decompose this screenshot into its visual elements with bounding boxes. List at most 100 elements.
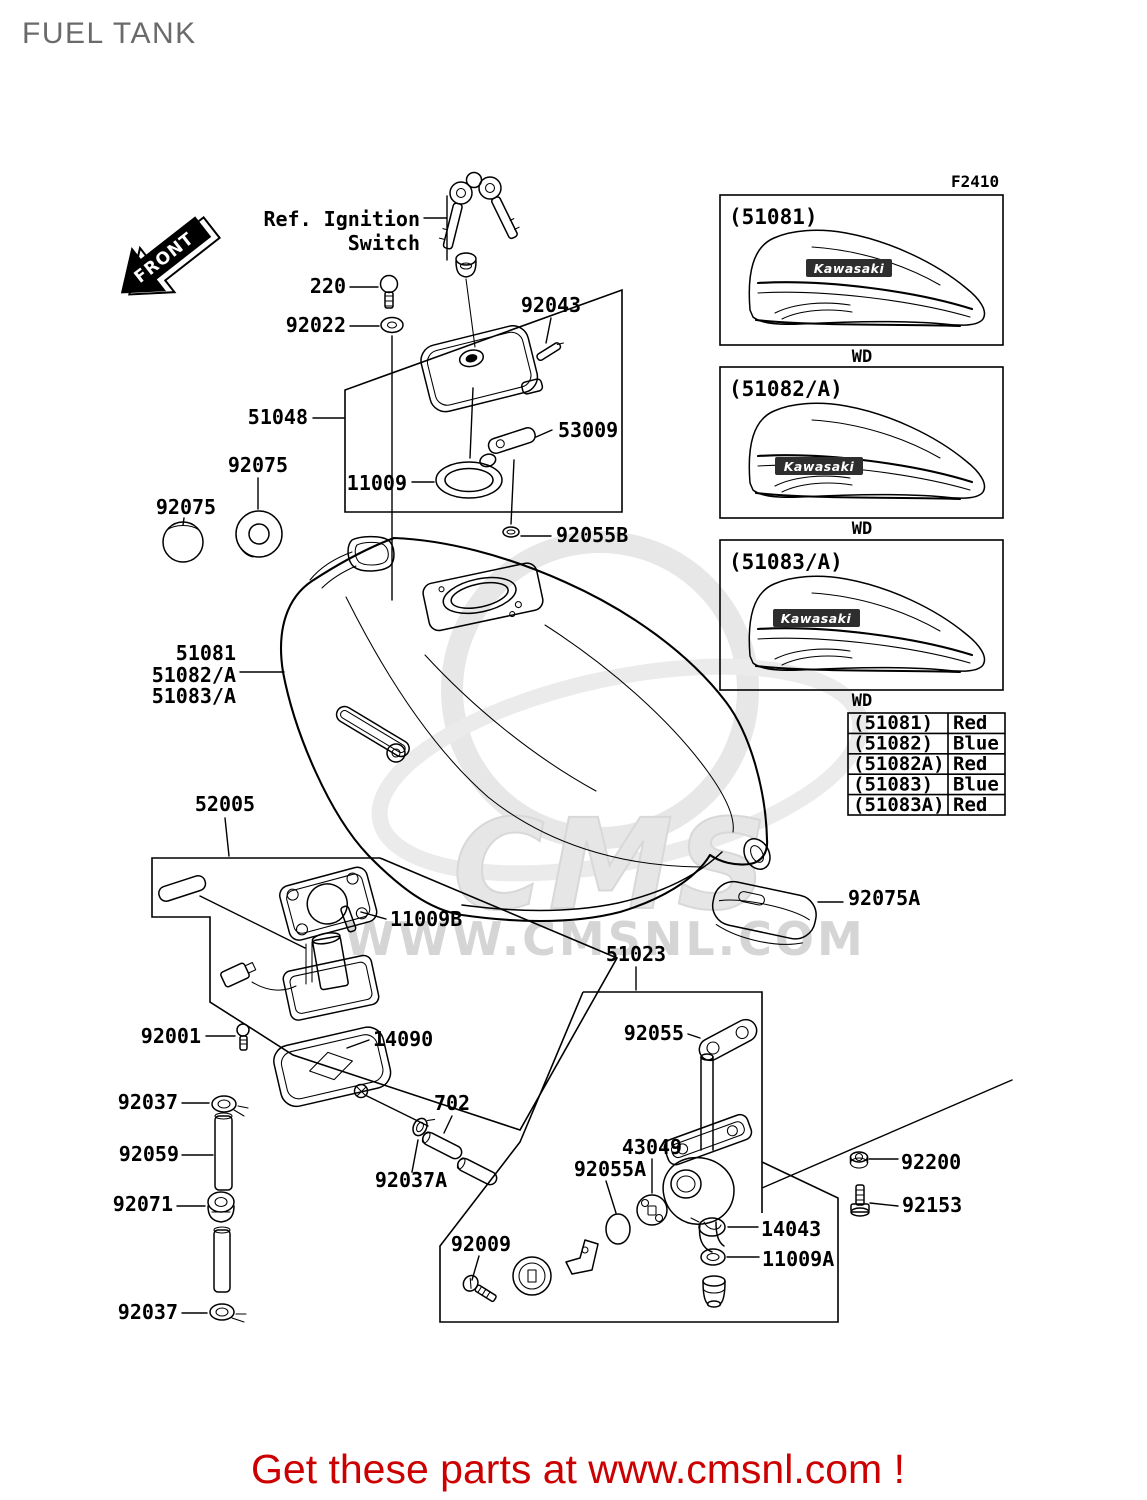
fuel-pump-drawing [220,905,380,1021]
part-label-51023: 51023 [606,942,666,966]
cover-14043-drawing [690,1217,726,1237]
part-label-51081: 51081 [176,641,236,665]
table-cell-part-1: (51082) [853,733,933,755]
part-label-92059: 92059 [119,1142,179,1166]
damper-92075-cap-drawing [162,521,204,563]
fuel-pump-52005-box [151,857,619,1131]
table-cell-part-3: (51083) [853,773,933,795]
part-label-92075-cap: 92075 [156,495,216,519]
watermark-url-text: WWW.CMSNL.COM [344,912,866,966]
part-label-43049: 43049 [622,1135,682,1159]
variant-box-51082A-label: (51082/A) [729,377,843,401]
gasket-11009B-drawing [279,866,378,941]
part-label-92153: 92153 [902,1193,962,1217]
part-label-11009A: 11009A [762,1247,834,1271]
part-label-92037-top: 92037 [118,1090,178,1114]
fuel-tap-51023-box [439,991,839,1323]
fuel-tap-drawing [662,1053,753,1253]
screw-92009-drawing [462,1274,497,1303]
ignition-lock-cylinder-drawing [455,252,477,348]
part-label-51083A: 51083/A [152,684,236,708]
bolt-92001-drawing [236,1023,250,1051]
cap-latch-53009-drawing [479,427,536,468]
sediment-cup-drawing [702,1275,726,1308]
part-label-220: 220 [310,274,346,298]
kawasaki-badge-2: Kawasaki [784,459,855,474]
part-labels: 220 92022 92043 51048 53009 92075 92075 … [113,274,962,1324]
part-label-92055A: 92055A [574,1157,646,1181]
table-cell-part-2: (51082A) [853,753,945,775]
part-label-14043: 14043 [761,1217,821,1241]
float-drawing [158,874,207,902]
part-label-92037A: 92037A [375,1168,447,1192]
figure-code: F2410 [951,172,999,191]
lock-lever-drawing [565,1239,599,1275]
joint-92071-drawing [207,1191,235,1223]
part-label-92009: 92009 [451,1232,511,1256]
oring-92055B-drawing [502,526,520,538]
part-label-92022: 92022 [286,313,346,337]
part-label-92071: 92071 [113,1192,173,1216]
variant-box-51083A: (51083/A) Kawasaki WD [719,539,1004,711]
part-label-702: 702 [434,1091,470,1115]
part-label-53009: 53009 [558,418,618,442]
damper-92075A-drawing [711,880,817,945]
variant-box-51083A-label: (51083/A) [729,550,843,574]
part-label-92055B: 92055B [556,523,628,547]
gasket-11009A-drawing [700,1248,726,1266]
bolt-92153-drawing [850,1184,870,1217]
variant-box-51081: (51081) Kawasaki WD [719,194,1004,367]
part-label-51048: 51048 [248,405,308,429]
wd-label-3: WD [852,691,872,711]
fuel-cap-drawing [420,325,544,413]
ignition-keys-drawing [438,171,520,250]
part-label-51082A: 51082/A [152,663,236,687]
lever-plate-43049-drawing [636,1194,668,1226]
cap-assembly-51048-box [344,288,623,513]
variant-box-51081-label: (51081) [729,205,818,229]
ref-ignition-line2: Switch [348,231,420,255]
ref-ignition-switch-label: Ref. Ignition Switch [263,195,448,261]
strap-92055-drawing [698,1018,758,1062]
washer-92022-drawing [380,316,404,334]
part-label-92200: 92200 [901,1150,961,1174]
oring-92055A-drawing [605,1213,631,1245]
front-arrow: FRONT [120,215,222,296]
leader-lines [176,286,1013,1314]
part-label-11009: 11009 [347,471,407,495]
table-cell-color-0: Red [953,712,987,734]
variant-box-51082A: (51082/A) Kawasaki WD [719,366,1004,539]
nut-92200-drawing [849,1151,869,1169]
damper-92075-roller-drawing [235,510,283,558]
pipe-lower-drawing [213,1226,231,1293]
table-cell-part-4: (51083A) [853,794,945,816]
page-title: FUEL TANK [22,17,197,50]
pipe-702-drawing [421,1131,498,1186]
kawasaki-badge-3: Kawasaki [781,611,852,626]
table-cell-color-2: Red [953,753,987,775]
kawasaki-badge-1: Kawasaki [814,261,885,276]
footer-ad-text: Get these parts at www.cmsnl.com ! [251,1446,905,1492]
pin-92043-drawing [536,342,564,362]
clamp-92037-bottom-drawing [209,1303,247,1323]
wd-label-2: WD [852,519,872,539]
part-label-92001: 92001 [141,1024,201,1048]
part-label-92043: 92043 [521,293,581,317]
color-table: (51081) Red (51082) Blue (51082A) Red (5… [847,712,1006,816]
table-cell-color-1: Blue [953,733,999,755]
pipe-92059-drawing [214,1112,233,1191]
part-label-11009B: 11009B [390,907,462,931]
clip-92037A-drawing [412,1117,436,1137]
table-cell-color-4: Red [953,794,987,816]
ref-ignition-line1: Ref. Ignition [263,207,420,231]
part-label-52005: 52005 [195,792,255,816]
part-label-92075-roller: 92075 [228,453,288,477]
table-cell-color-3: Blue [953,773,999,795]
part-label-92075A: 92075A [848,886,920,910]
lock-rotor-drawing [512,1256,552,1296]
wd-label-1: WD [852,347,872,367]
pump-tray-14090-drawing [273,1026,392,1108]
screw-220-drawing [379,274,399,309]
